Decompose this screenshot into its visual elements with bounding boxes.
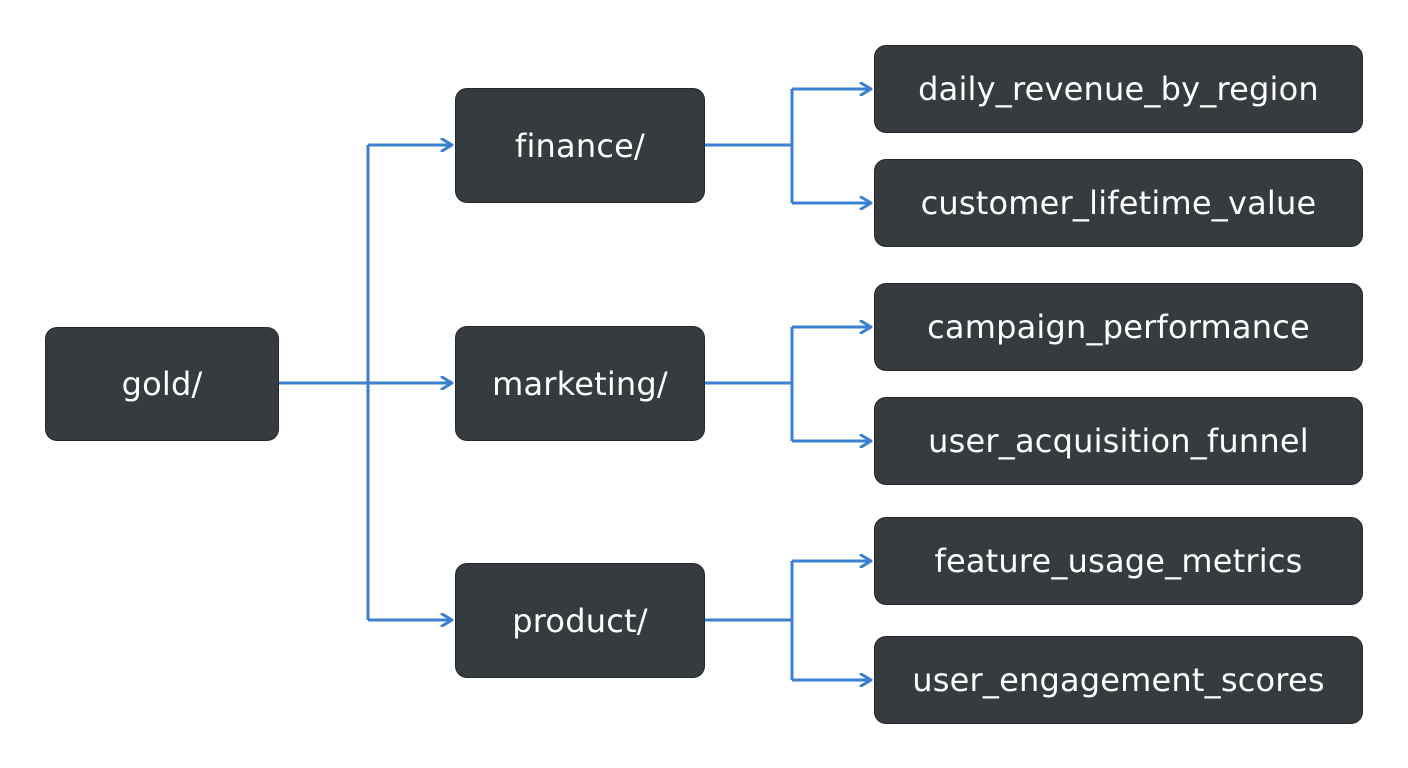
category-node-label: finance/	[515, 126, 645, 165]
leaf-node-label: campaign_performance	[927, 308, 1310, 346]
category-node-finance[interactable]: finance/	[455, 88, 705, 203]
leaf-node-campaign-performance[interactable]: campaign_performance	[874, 283, 1363, 371]
category-node-marketing[interactable]: marketing/	[455, 326, 705, 441]
leaf-node-user-engagement-scores[interactable]: user_engagement_scores	[874, 636, 1363, 724]
leaf-node-customer-lifetime-value[interactable]: customer_lifetime_value	[874, 159, 1363, 247]
leaf-node-label: user_engagement_scores	[912, 661, 1325, 699]
leaf-node-label: feature_usage_metrics	[934, 542, 1303, 580]
category-node-label: marketing/	[492, 364, 668, 403]
leaf-node-user-acquisition-funnel[interactable]: user_acquisition_funnel	[874, 397, 1363, 485]
leaf-node-label: user_acquisition_funnel	[928, 422, 1309, 460]
leaf-node-label: daily_revenue_by_region	[918, 70, 1319, 108]
category-node-label: product/	[512, 601, 648, 640]
leaf-node-feature-usage-metrics[interactable]: feature_usage_metrics	[874, 517, 1363, 605]
leaf-node-label: customer_lifetime_value	[920, 184, 1317, 222]
category-node-product[interactable]: product/	[455, 563, 705, 678]
root-node-gold[interactable]: gold/	[45, 327, 279, 441]
leaf-node-daily-revenue-by-region[interactable]: daily_revenue_by_region	[874, 45, 1363, 133]
root-node-label: gold/	[121, 365, 203, 403]
